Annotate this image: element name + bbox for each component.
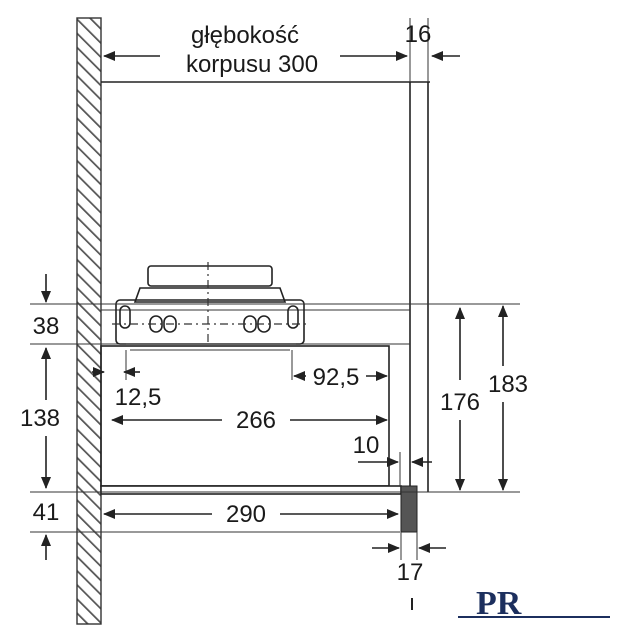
dim-41: 41 bbox=[33, 499, 60, 526]
dimension-arrows bbox=[41, 51, 508, 560]
wall-hatched bbox=[76, 17, 102, 625]
dim-16: 16 bbox=[405, 21, 432, 48]
front-panel bbox=[400, 485, 418, 533]
dim-138: 138 bbox=[20, 405, 60, 432]
fan-unit bbox=[112, 262, 310, 351]
dim-176: 176 bbox=[440, 389, 480, 416]
depth-label-line1: głębokość bbox=[191, 22, 299, 49]
dim-183: 183 bbox=[488, 371, 528, 398]
brand-logo: PR bbox=[411, 585, 610, 622]
hood-body bbox=[100, 345, 418, 533]
dim-290: 290 bbox=[226, 501, 266, 528]
dim-10: 10 bbox=[353, 432, 380, 459]
logo-text: PR bbox=[476, 585, 522, 622]
depth-label-line2: korpusu 300 bbox=[186, 51, 318, 78]
dim-17: 17 bbox=[397, 559, 424, 586]
dim-266: 266 bbox=[236, 407, 276, 434]
extension-lines bbox=[30, 18, 520, 560]
dim-92-5: 92,5 bbox=[313, 364, 360, 391]
dim-38: 38 bbox=[33, 313, 60, 340]
dim-12-5: 12,5 bbox=[115, 384, 162, 411]
